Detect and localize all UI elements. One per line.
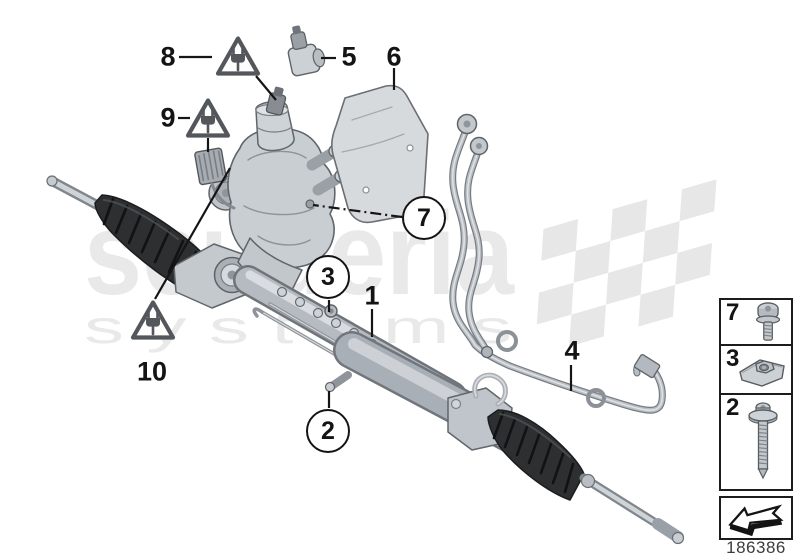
callout-label-6: 6 [386, 41, 402, 72]
callout-label-4: 4 [564, 335, 580, 366]
pressure-sensor [287, 25, 326, 77]
leader-lines [154, 55, 573, 408]
electrical-connector [194, 147, 236, 210]
cage-nut-icon [739, 359, 785, 387]
warning-plug-triangle-icon-8 [218, 39, 258, 74]
callout-circle-7: 7 [402, 196, 446, 240]
right-boot [487, 409, 585, 501]
image-code: 186386 [726, 538, 786, 557]
valve-body [194, 86, 348, 295]
right-tie-rod [579, 473, 685, 545]
direction-arrow-box [719, 496, 793, 540]
callout-label-10: 10 [136, 356, 168, 387]
legend-number-2: 2 [726, 394, 740, 421]
legend-row-7: 7 [721, 299, 791, 346]
hydraulic-pipes [449, 113, 666, 414]
checkered-flag-watermark [536, 179, 717, 347]
callout-circle-3: 3 [306, 255, 350, 299]
fastener-legend: 7 3 2 [719, 298, 793, 491]
callout-label-5: 5 [341, 41, 357, 72]
legend-row-2: 2 [721, 394, 791, 489]
callout-label-1: 1 [364, 280, 380, 311]
callout-circle-2: 2 [306, 409, 350, 453]
callout-label-8: 8 [160, 41, 176, 72]
direction-arrow-icon [728, 504, 784, 537]
flange-screw-icon [748, 402, 778, 480]
warning-plug-triangle-icon-9 [188, 101, 228, 136]
torx-screw-icon [755, 302, 781, 341]
legend-number-3: 3 [726, 345, 740, 372]
steering-gear-illustration [46, 25, 685, 545]
sensor-plug [265, 86, 287, 116]
legend-row-3: 3 [721, 345, 791, 395]
callout-label-9: 9 [160, 102, 176, 133]
legend-number-7: 7 [726, 299, 740, 326]
bolt-part-2 [324, 371, 352, 393]
